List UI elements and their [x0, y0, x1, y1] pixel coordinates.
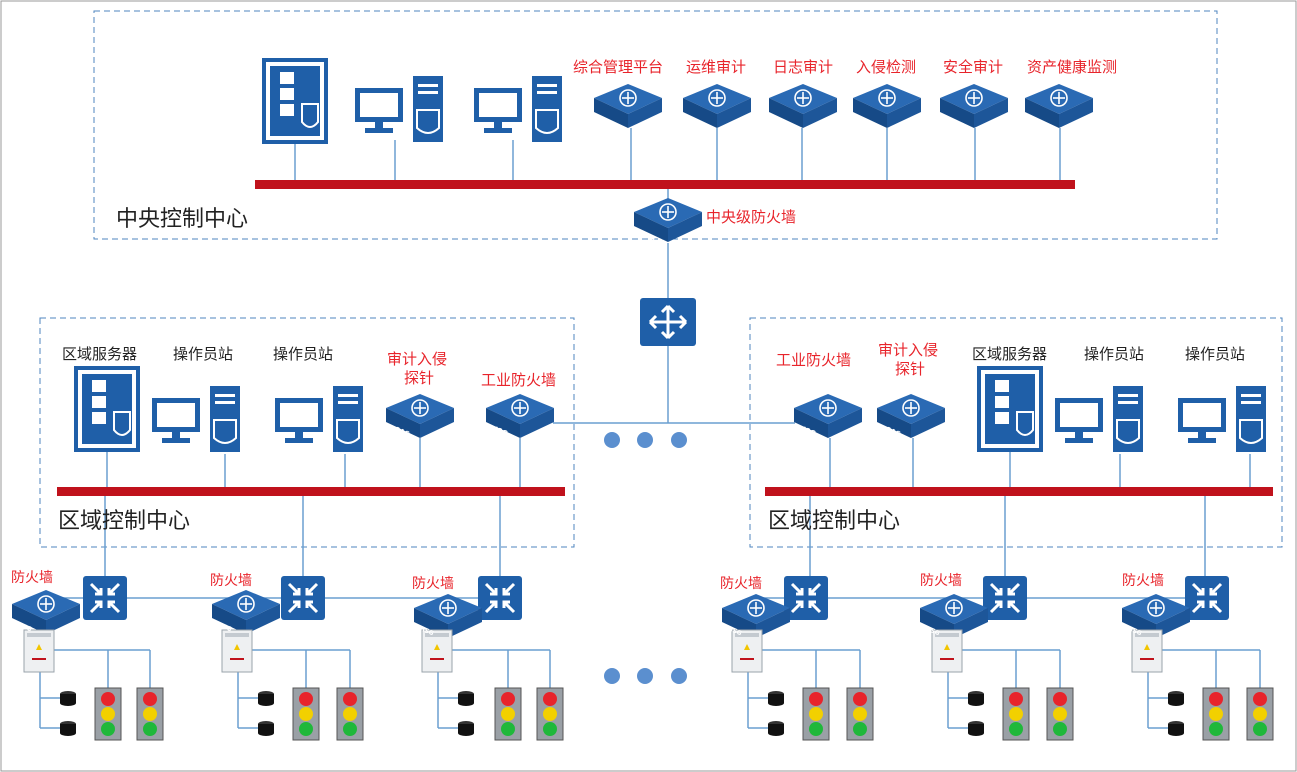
field-firewall-tag: ISG — [1129, 626, 1142, 637]
field-firewall-tag: ISG — [421, 626, 434, 637]
camera-icon — [968, 691, 984, 706]
right-firewall-label: 工业防火墙 — [776, 351, 852, 369]
service-label-csmp: 综合管理平台 — [573, 58, 664, 76]
ellipsis-dot — [604, 432, 620, 448]
service-label-nip: 入侵检测 — [856, 58, 917, 76]
central-firewall-label: 中央级防火墙 — [706, 208, 797, 226]
right-op1-label: 操作员站 — [1084, 345, 1145, 363]
ellipsis-dot — [671, 668, 687, 684]
left-probe-label-1: 审计入侵 — [387, 350, 448, 368]
field-firewall-label-1: 防火墙 — [11, 570, 53, 586]
traffic-light-icon — [1046, 687, 1074, 741]
field-firewall-tag: ISG — [927, 626, 940, 637]
field-switch-icon — [782, 574, 830, 622]
camera-icon — [768, 721, 784, 736]
left-op2-label: 操作员站 — [273, 345, 334, 363]
camera-icon — [1168, 691, 1184, 706]
traffic-light-icon — [1002, 687, 1030, 741]
central-workstation-icon-1 — [354, 75, 444, 143]
traffic-light-icon — [536, 687, 564, 741]
traffic-light-icon — [94, 687, 122, 741]
field-firewall-tag: ISG — [729, 626, 742, 637]
right-region-zone-label: 区域控制中心 — [768, 509, 901, 534]
field-station-5 — [919, 574, 1074, 741]
field-firewall-label-6: 防火墙 — [1122, 573, 1164, 589]
left-region-workstation-icon-1 — [151, 385, 241, 453]
service-label-omas: 运维审计 — [686, 58, 747, 76]
camera-icon — [1168, 721, 1184, 736]
left-op1-label: 操作员站 — [173, 345, 234, 363]
central-bus — [255, 180, 1075, 189]
central-zone-border — [93, 10, 1218, 240]
traffic-light-icon — [1246, 687, 1274, 741]
traffic-light-icon — [336, 687, 364, 741]
ellipsis-dot — [637, 668, 653, 684]
field-firewall-label-2: 防火墙 — [210, 573, 252, 589]
right-region-workstation-icon-2 — [1177, 385, 1267, 453]
ellipsis-dot — [671, 432, 687, 448]
central-zone-label: 中央控制中心 — [116, 207, 249, 232]
field-switch-icon — [81, 574, 129, 622]
field-cabinet-icon — [731, 629, 763, 673]
right-probe-label-2: 探针 — [895, 360, 926, 378]
ellipsis-dot — [604, 668, 620, 684]
field-station-4 — [721, 574, 874, 741]
field-firewall-tag: ISG — [19, 622, 32, 633]
field-station-1 — [11, 574, 164, 741]
left-server-label: 区域服务器 — [62, 345, 138, 363]
field-firewall-label-4: 防火墙 — [720, 576, 762, 592]
field-cabinet-icon — [221, 629, 253, 673]
ellipsis-dot — [637, 432, 653, 448]
left-probe-label-2: 探针 — [404, 369, 435, 387]
field-station-3 — [413, 574, 564, 741]
camera-icon — [458, 721, 474, 736]
field-firewall-label-3: 防火墙 — [412, 576, 454, 592]
field-cabinet-icon — [1131, 629, 1163, 673]
camera-icon — [258, 691, 274, 706]
right-region-server-icon — [976, 365, 1044, 453]
service-label-ilas: 日志审计 — [773, 58, 834, 76]
field-firewall-tag: ISG — [219, 622, 232, 633]
camera-icon — [768, 691, 784, 706]
field-switch-icon — [1183, 574, 1231, 622]
left-region-border — [39, 317, 575, 548]
camera-icon — [968, 721, 984, 736]
field-station-6 — [1121, 574, 1274, 741]
central-server-icon — [261, 57, 329, 145]
core-router-icon — [640, 298, 696, 346]
traffic-light-icon — [1202, 687, 1230, 741]
service-label-health: 资产健康监测 — [1027, 58, 1118, 76]
traffic-light-icon — [802, 687, 830, 741]
right-server-label: 区域服务器 — [972, 345, 1048, 363]
field-station-2 — [211, 574, 364, 741]
field-cabinet-icon — [421, 629, 453, 673]
camera-icon — [60, 691, 76, 706]
central-workstation-icon-2 — [473, 75, 563, 143]
traffic-light-icon — [494, 687, 522, 741]
camera-icon — [458, 691, 474, 706]
left-region-workstation-icon-2 — [274, 385, 364, 453]
field-switch-icon — [981, 574, 1029, 622]
camera-icon — [60, 721, 76, 736]
left-region-zone-label: 区域控制中心 — [58, 509, 191, 534]
right-region-border — [749, 317, 1283, 548]
traffic-light-icon — [846, 687, 874, 741]
field-cabinet-icon — [23, 629, 55, 673]
right-op2-label: 操作员站 — [1185, 345, 1246, 363]
right-probe-label-1: 审计入侵 — [878, 341, 939, 359]
left-region-bus — [57, 487, 565, 496]
field-switch-icon — [279, 574, 327, 622]
camera-icon — [258, 721, 274, 736]
right-region-workstation-icon-1 — [1054, 385, 1144, 453]
traffic-light-icon — [292, 687, 320, 741]
left-firewall-label: 工业防火墙 — [481, 371, 557, 389]
field-switch-icon — [476, 574, 524, 622]
left-region-server-icon — [73, 365, 141, 453]
field-firewall-label-5: 防火墙 — [920, 573, 962, 589]
right-region-bus — [765, 487, 1273, 496]
service-label-sas: 安全审计 — [943, 58, 1004, 76]
traffic-light-icon — [136, 687, 164, 741]
